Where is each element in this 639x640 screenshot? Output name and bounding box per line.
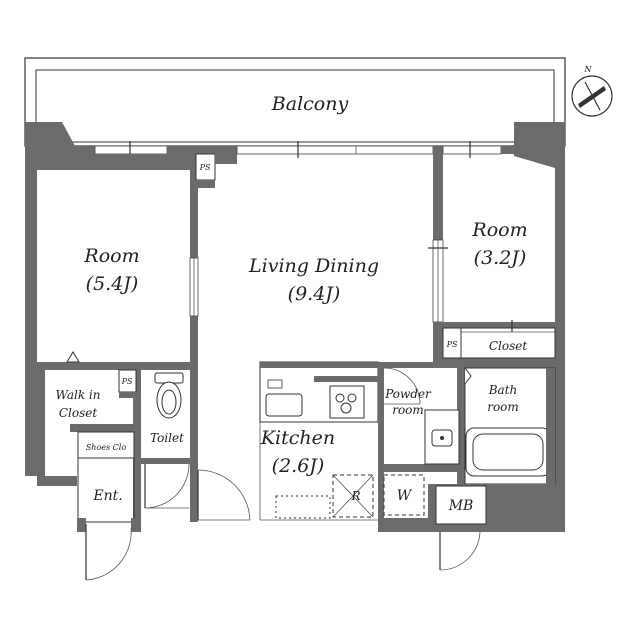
compass-north-label: N xyxy=(584,65,593,74)
room-right-label: Room xyxy=(471,219,527,241)
fridge-box xyxy=(332,474,374,518)
living-dining-label: Living Dining xyxy=(248,255,379,277)
room-left-label: Room xyxy=(83,245,139,267)
column-right xyxy=(514,122,565,532)
shoes-closet-label: Shoes Clo xyxy=(86,443,127,452)
toilet-label: Toilet xyxy=(150,431,184,445)
bath-room-label-2: room xyxy=(487,400,519,414)
ps-label-wic: PS xyxy=(121,377,133,386)
window-room-right xyxy=(442,145,502,155)
ps-label-right: PS xyxy=(446,340,458,349)
washer-box xyxy=(383,474,425,516)
compass xyxy=(571,75,613,117)
window-room-left xyxy=(94,145,168,155)
meter-box xyxy=(435,485,487,525)
balcony-label: Balcony xyxy=(271,93,349,115)
washer-label: W xyxy=(397,488,413,504)
closet-label: Closet xyxy=(489,339,528,353)
walk-in-closet-label-1: Walk in xyxy=(56,388,101,402)
ps-label-top: PS xyxy=(199,163,211,172)
room-left-size: (5.4J) xyxy=(86,273,139,295)
pipe-space-right xyxy=(442,327,462,359)
kitchen-label: Kitchen xyxy=(260,427,335,449)
room-right-size: (3.2J) xyxy=(474,247,527,269)
kitchen-size: (2.6J) xyxy=(272,455,325,477)
living-dining-size: (9.4J) xyxy=(288,283,341,305)
entrance-label: Ent. xyxy=(92,488,122,504)
window-living xyxy=(236,145,434,155)
mb-label: MB xyxy=(448,498,474,514)
closet-box xyxy=(460,327,556,359)
bath-room-label-1: Bath xyxy=(488,383,518,397)
column-left xyxy=(25,122,75,476)
powder-room-label-1: Powder xyxy=(384,387,432,401)
fridge-label: R xyxy=(350,489,360,503)
powder-room-label-2: room xyxy=(392,403,424,417)
walk-in-closet-label-2: Closet xyxy=(59,406,98,420)
